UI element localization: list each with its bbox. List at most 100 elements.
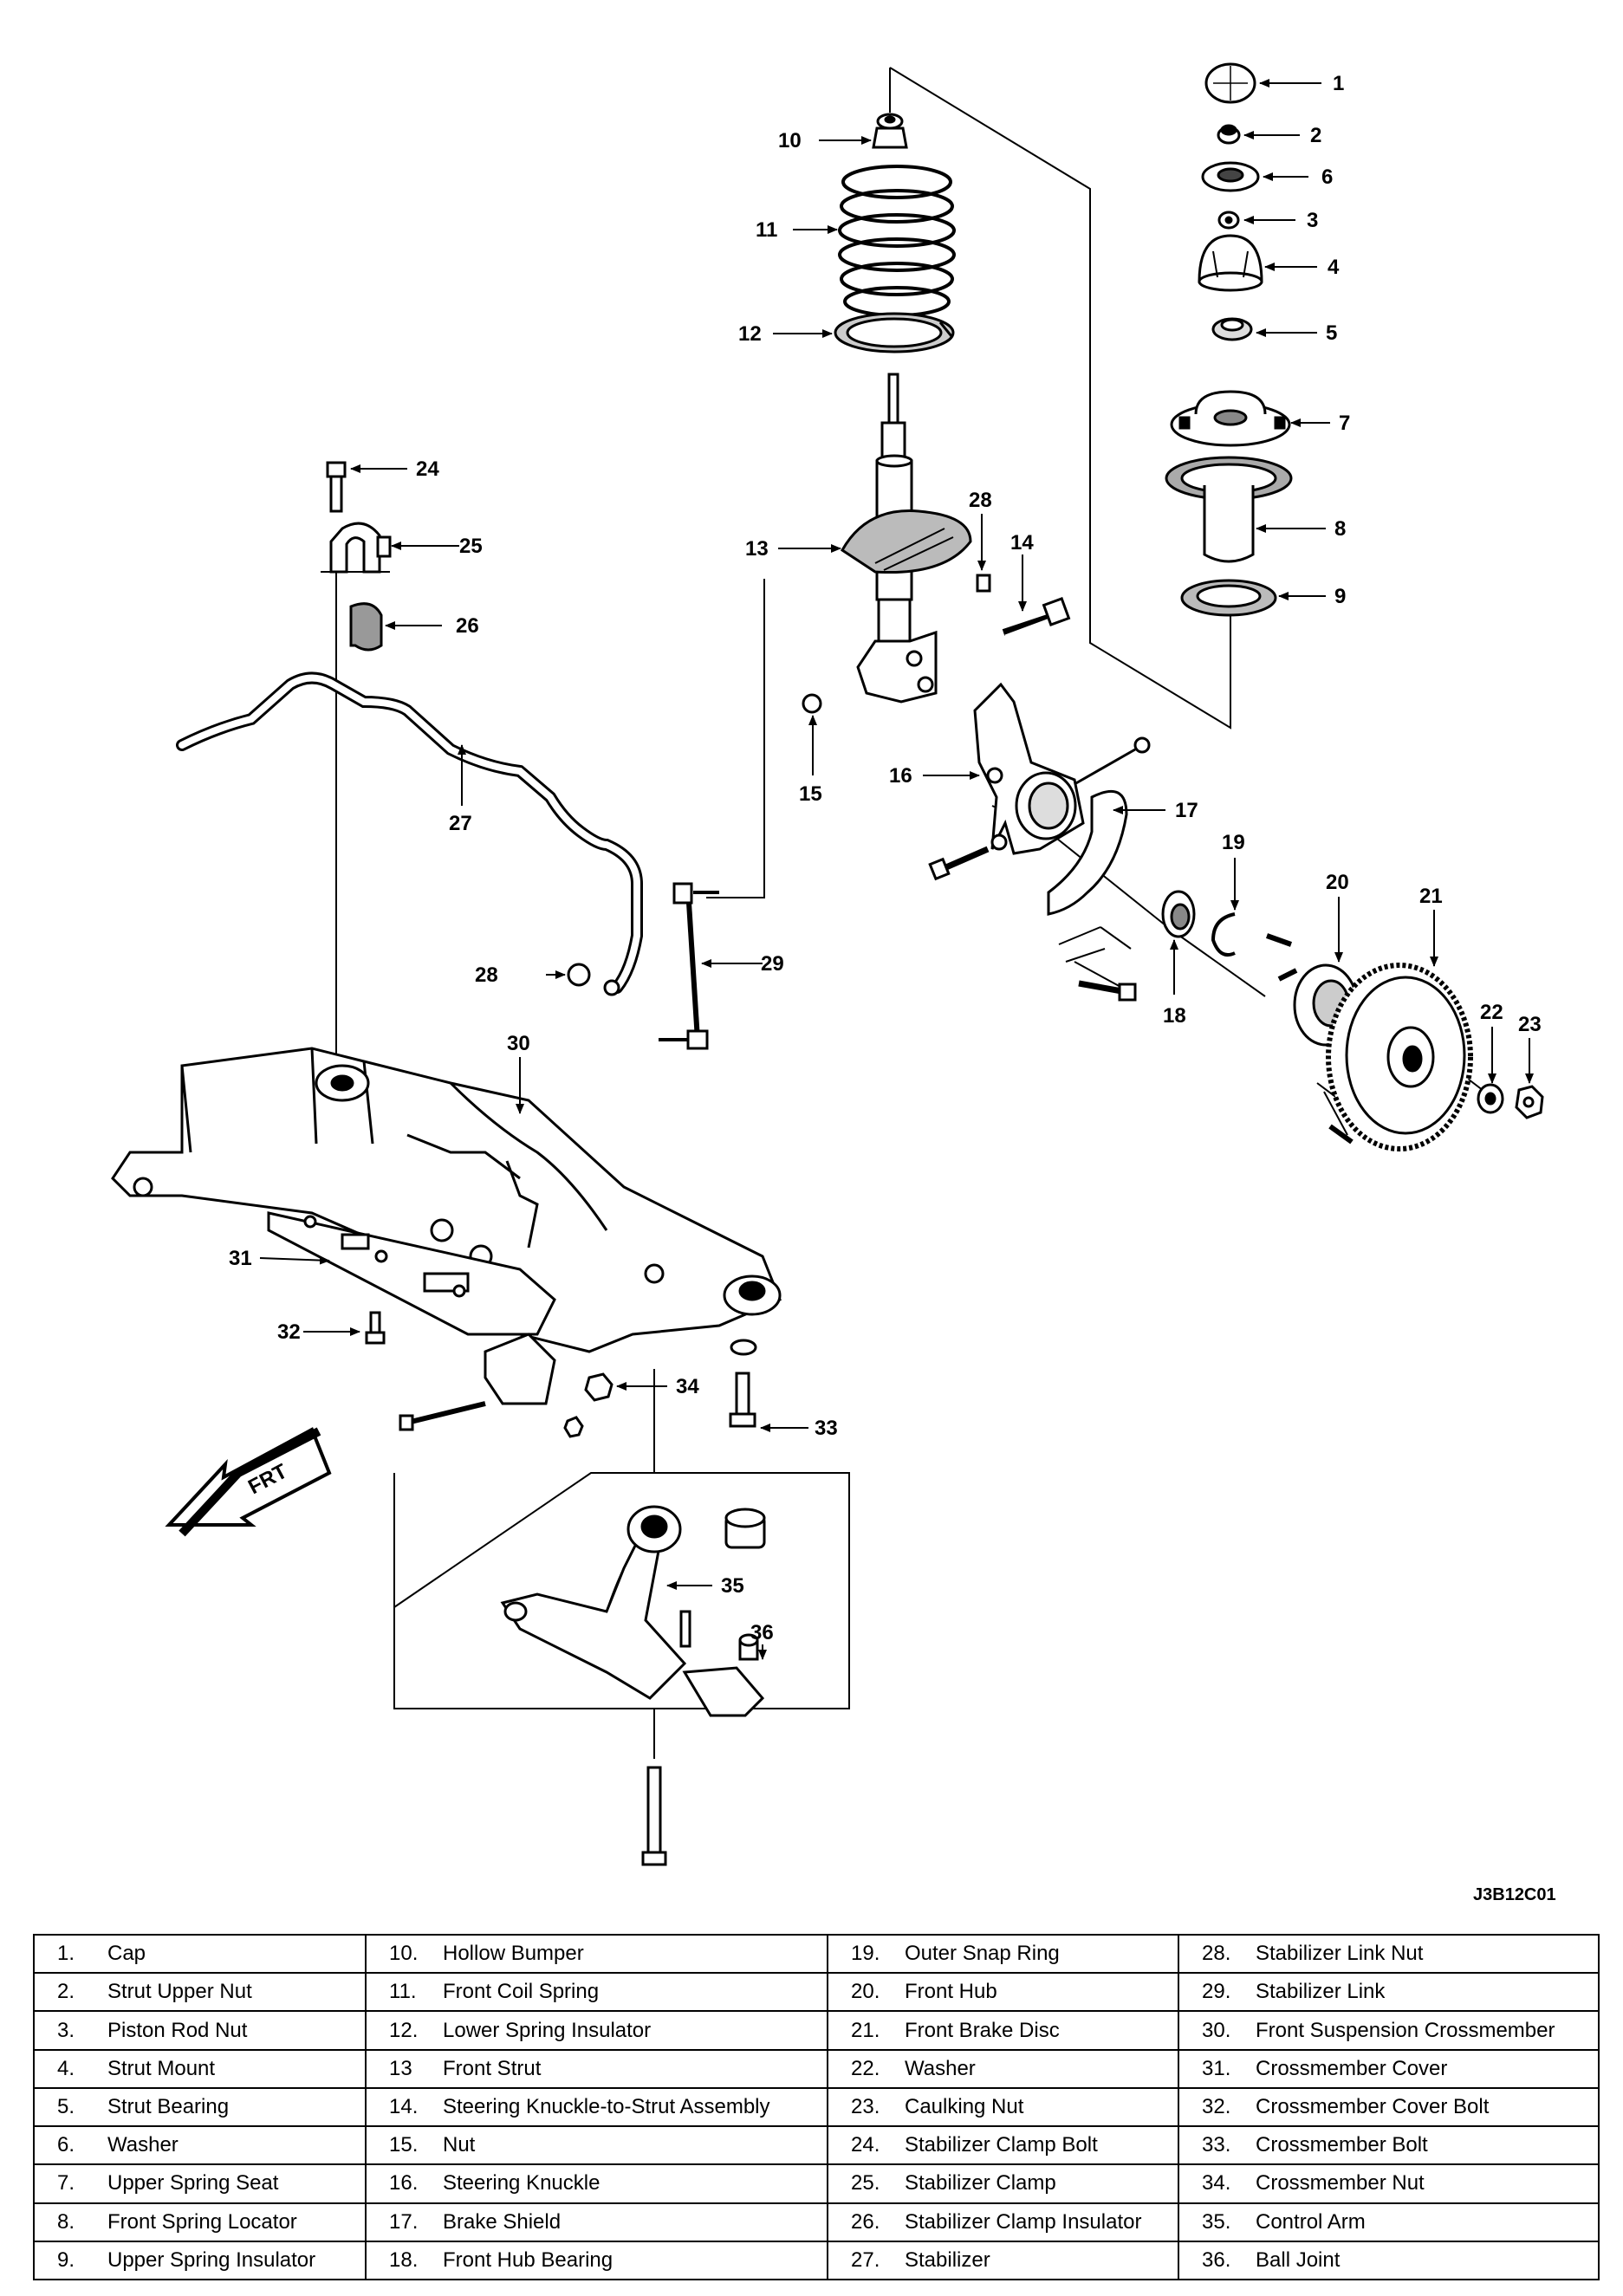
lower-spring-insulator: [834, 312, 955, 353]
legend-cell: 4.Strut Mount: [33, 2048, 367, 2089]
legend-cell: 18.Front Hub Bearing: [365, 2240, 828, 2281]
callout-20: 20: [1326, 871, 1349, 894]
callout-22: 22: [1480, 1001, 1503, 1024]
legend-cell: 16. Steering Knuckle: [365, 2163, 828, 2204]
callout-26: 26: [456, 614, 479, 638]
cap: [1204, 62, 1256, 104]
legend-item-label: Hollow Bumper: [443, 1942, 584, 1966]
legend-item-label: Front Coil Spring: [443, 1980, 600, 2004]
control-arm-bolt: [641, 1766, 667, 1866]
legend-item-label: Cap: [107, 1942, 146, 1966]
front-brake-disc: [1326, 963, 1473, 1151]
brake-shield: [1047, 789, 1128, 916]
legend-item-number: 17.: [389, 2209, 419, 2234]
legend-item-number: 5.: [57, 2094, 75, 2118]
callout-29: 29: [761, 952, 784, 976]
callout-28-lower: 28: [475, 963, 498, 987]
legend-cell: 3. Piston Rod Nut: [33, 2010, 367, 2051]
legend-item-number: 36.: [1202, 2247, 1231, 2272]
callout-10: 10: [778, 129, 802, 152]
callout-9: 9: [1334, 585, 1346, 608]
strut-mount: [1198, 234, 1263, 292]
legend-cell: 10.Hollow Bumper: [365, 1933, 828, 1975]
legend-item-label: Lower Spring Insulator: [443, 2018, 652, 2042]
legend-item-label: Front Spring Locator: [107, 2209, 297, 2234]
front-spring-locator: [1165, 456, 1293, 563]
legend-item-number: 25.: [851, 2171, 880, 2195]
legend-cell: 27.Stabilizer: [827, 2240, 1179, 2281]
legend-item-label: Piston Rod Nut: [107, 2018, 248, 2042]
callout-19: 19: [1222, 831, 1245, 854]
legend-cell: 7.Upper Spring Seat: [33, 2163, 367, 2204]
legend-item-number: 13: [389, 2056, 412, 2080]
stabilizer-clamp: [321, 522, 392, 574]
legend-item-label: Crossmember Cover: [1256, 2056, 1448, 2080]
legend-item-number: 20.: [851, 1980, 880, 2004]
legend-item-label: Front Strut: [443, 2056, 542, 2080]
crossmember-cover-bolt: [365, 1311, 386, 1345]
legend-item-label: Nut: [443, 2133, 476, 2157]
legend-item-number: 34.: [1202, 2171, 1231, 2195]
legend-cell: 29.Stabilizer Link: [1178, 1972, 1600, 2013]
legend-item-label: Washer: [107, 2133, 179, 2157]
callout-27: 27: [449, 812, 472, 835]
strut-upper-nut: [1217, 124, 1241, 145]
legend-item-label: Crossmember Cover Bolt: [1256, 2094, 1490, 2118]
legend-item-label: Steering Knuckle: [443, 2171, 601, 2195]
callout-23: 23: [1518, 1013, 1542, 1036]
stabilizer-clamp-bolt: [326, 461, 347, 513]
legend-item-number: 24.: [851, 2133, 880, 2157]
caulking-nut: [1515, 1085, 1544, 1119]
legend-item-number: 14.: [389, 2094, 419, 2118]
callout-11: 11: [756, 218, 777, 242]
legend-item-number: 16.: [389, 2171, 419, 2195]
legend-item-label: Steering Knuckle-to-Strut Assembly: [443, 2094, 770, 2118]
callout-6: 6: [1321, 165, 1333, 189]
steering-knuckle: [973, 682, 1151, 855]
nut-15: [802, 693, 822, 714]
callout-3: 3: [1307, 209, 1318, 232]
legend-item-number: 3.: [57, 2018, 75, 2042]
washer-22: [1477, 1083, 1504, 1114]
legend-cell: 19.Outer Snap Ring: [827, 1933, 1179, 1975]
legend-cell: 24.Stabilizer Clamp Bolt: [827, 2125, 1179, 2166]
legend-item-label: Strut Mount: [107, 2056, 216, 2080]
legend-cell: 22.Washer: [827, 2048, 1179, 2089]
legend-item-label: Washer: [905, 2056, 976, 2080]
legend-item-label: Upper Spring Insulator: [107, 2247, 316, 2272]
hollow-bumper: [872, 113, 908, 149]
legend-cell: 25. Stabilizer Clamp: [827, 2163, 1179, 2204]
legend-cell: 28.Stabilizer Link Nut: [1178, 1933, 1600, 1975]
legend-cell: 34.Crossmember Nut: [1178, 2163, 1600, 2204]
legend-item-number: 2.: [57, 1980, 75, 2004]
callout-13: 13: [745, 537, 769, 561]
callout-36: 36: [750, 1621, 774, 1644]
legend-item-number: 30.: [1202, 2018, 1231, 2042]
legend-cell: 8.Front Spring Locator: [33, 2202, 367, 2242]
legend-item-number: 6.: [57, 2133, 75, 2157]
legend-cell: 20.Front Hub: [827, 1972, 1179, 2013]
legend-item-number: 11.: [389, 1980, 417, 2004]
legend-item-label: Front Hub Bearing: [443, 2247, 613, 2272]
callout-7: 7: [1339, 412, 1350, 435]
legend-item-number: 15.: [389, 2133, 419, 2157]
stabilizer-link-nut-28-upper: [976, 574, 991, 593]
legend-item-label: Stabilizer Clamp: [905, 2171, 1056, 2195]
legend-cell: 6. Washer: [33, 2125, 367, 2166]
callout-8: 8: [1334, 517, 1346, 541]
legend-cell: 32.Crossmember Cover Bolt: [1178, 2086, 1600, 2128]
legend-item-number: 29.: [1202, 1980, 1231, 2004]
legend-item-label: Brake Shield: [443, 2209, 562, 2234]
front-suspension-crossmember: [111, 1047, 782, 1353]
legend-cell: 5.Strut Bearing: [33, 2086, 367, 2128]
callout-24: 24: [416, 457, 439, 481]
legend-item-label: Stabilizer Clamp Insulator: [905, 2209, 1142, 2234]
legend-item-label: Stabilizer Link Nut: [1256, 1942, 1424, 1966]
legend-item-number: 21.: [851, 2018, 880, 2042]
callout-34: 34: [676, 1375, 699, 1398]
